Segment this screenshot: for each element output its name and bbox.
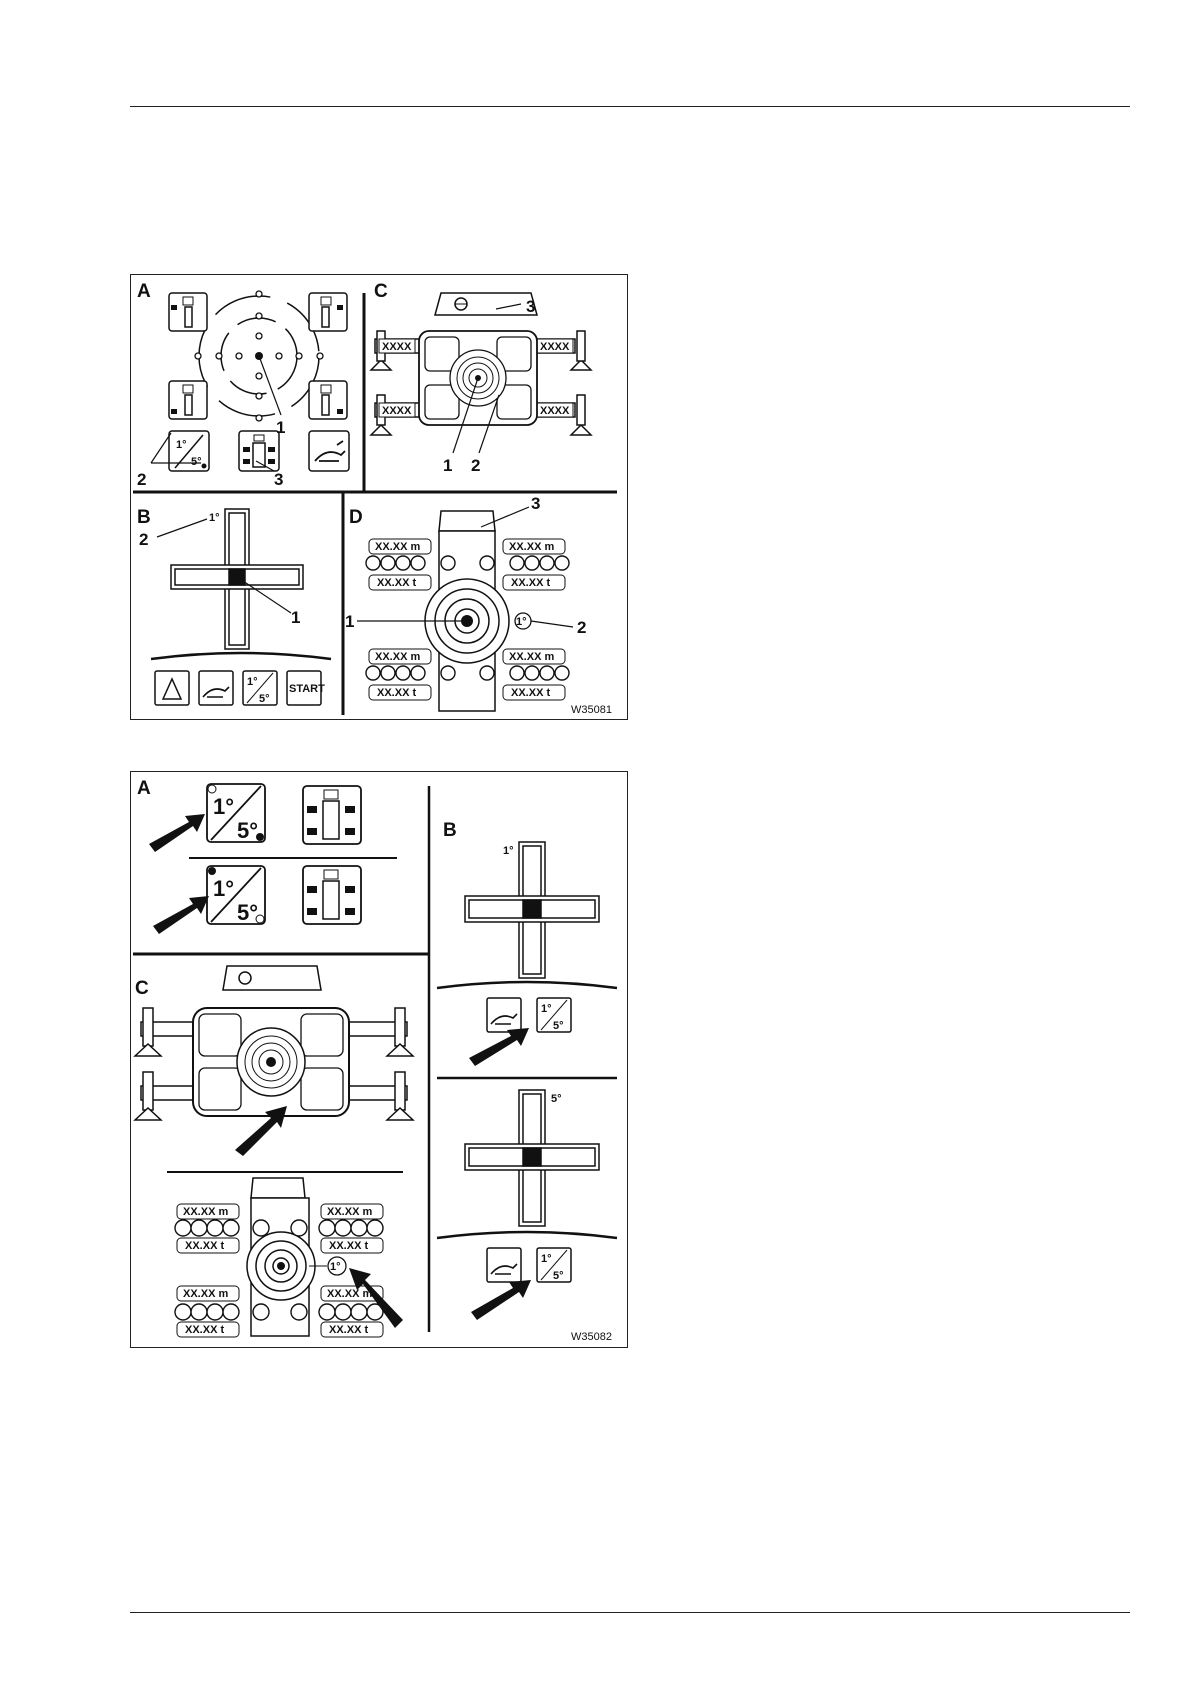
svg-text:1°: 1° [176, 439, 187, 451]
figure-w35081: A C B D 1° 5 [130, 274, 628, 720]
svg-text:XX.XX m: XX.XX m [509, 651, 554, 663]
callout-a-2: 2 [137, 470, 146, 489]
panel-label-a: A [137, 281, 151, 302]
outrigger-icon-rear-left[interactable] [169, 381, 207, 419]
svg-text:XX.XX t: XX.XX t [377, 687, 416, 699]
rabbit-button-b[interactable] [199, 671, 233, 705]
panel-label-c: C [374, 281, 388, 302]
inclination-cross-b2-5deg [465, 1090, 599, 1226]
panel-label-b: B [137, 507, 151, 528]
outrigger-icon-rear-right[interactable] [309, 381, 347, 419]
panel-label-d: D [349, 507, 363, 528]
figure-w35081-drawing: A C B D 1° 5 [131, 275, 629, 721]
callout-d-1: 1 [345, 612, 354, 631]
callout-b-2: 2 [139, 530, 148, 549]
steering-indicator-c2 [223, 966, 321, 990]
svg-text:5°: 5° [553, 1020, 564, 1032]
svg-text:5°: 5° [237, 818, 258, 843]
svg-text:5°: 5° [553, 1270, 564, 1282]
callout-a-1: 1 [276, 418, 285, 437]
tolerance-button-5deg[interactable]: 1° 5° [207, 866, 265, 925]
figure-code-2: W35082 [571, 1331, 612, 1343]
panel-label-a2: A [137, 778, 151, 799]
warning-button[interactable] [155, 671, 189, 705]
steering-indicator [435, 293, 537, 315]
svg-text:1°: 1° [541, 1003, 552, 1015]
svg-text:1°: 1° [541, 1253, 552, 1265]
degree-label-b2-top: 1° [503, 845, 514, 857]
svg-text:1°: 1° [213, 794, 234, 819]
svg-text:5°: 5° [237, 900, 258, 925]
press-arrow-a2 [153, 896, 209, 934]
rabbit-speed-button[interactable] [309, 431, 349, 471]
rabbit-button-b2-bottom[interactable] [487, 1248, 521, 1282]
tolerance-button-b[interactable]: 1° 5° [243, 671, 277, 705]
degree-label-b2-bottom: 5° [551, 1093, 562, 1105]
svg-text:XXXX: XXXX [382, 405, 412, 417]
svg-text:1°: 1° [213, 876, 234, 901]
svg-text:XX.XX m: XX.XX m [183, 1288, 228, 1300]
callout-b-1: 1 [291, 608, 300, 627]
svg-text:XX.XX m: XX.XX m [327, 1288, 372, 1300]
svg-text:XX.XX t: XX.XX t [185, 1240, 224, 1252]
svg-text:XX.XX t: XX.XX t [511, 687, 550, 699]
callout-d-3: 3 [531, 494, 540, 513]
outrigger-icon-front-left[interactable] [169, 293, 207, 331]
outrigger-overview-a1[interactable] [303, 786, 361, 844]
tolerance-button-b2-bottom[interactable]: 1° 5° [537, 1248, 571, 1282]
button-row-b: 1° 5° START [155, 671, 325, 705]
callout-a-3: 3 [274, 470, 283, 489]
start-button[interactable]: START [287, 671, 325, 705]
svg-text:1°: 1° [330, 1261, 341, 1273]
svg-text:5°: 5° [191, 456, 202, 468]
tolerance-button[interactable]: 1° 5° [169, 431, 209, 471]
outrigger-overview-button[interactable] [239, 431, 279, 471]
svg-text:XXXX: XXXX [382, 341, 412, 353]
figure-code-1: W35081 [571, 704, 612, 716]
callout-c-2: 2 [471, 456, 480, 475]
carrier-frame-c2 [193, 1008, 349, 1116]
header-rule [130, 106, 1130, 107]
steering-indicator-d [439, 511, 495, 531]
panel-label-c2: C [135, 978, 149, 999]
svg-text:5°: 5° [259, 693, 270, 705]
degree-label-b: 1° [209, 512, 220, 524]
tolerance-button-b2-top[interactable]: 1° 5° [537, 998, 571, 1032]
svg-text:1°: 1° [247, 676, 258, 688]
svg-text:XXXX: XXXX [540, 405, 570, 417]
callout-d-2: 2 [577, 618, 586, 637]
svg-text:XX.XX m: XX.XX m [183, 1206, 228, 1218]
tolerance-button-1deg[interactable]: 1° 5° [207, 784, 265, 843]
panel-label-b2: B [443, 820, 457, 841]
outrigger-overview-a2[interactable] [303, 866, 361, 924]
figure-w35082-drawing: A B C 1° 5° 1° 5° [131, 772, 629, 1349]
svg-text:XXXX: XXXX [540, 341, 570, 353]
footer-rule [130, 1612, 1130, 1613]
inclination-cross-b [171, 509, 303, 649]
callout-c-1: 1 [443, 456, 452, 475]
svg-text:XX.XX m: XX.XX m [375, 651, 420, 663]
svg-text:XX.XX m: XX.XX m [509, 541, 554, 553]
inclination-cross-b2-1deg [465, 842, 599, 978]
svg-text:XX.XX t: XX.XX t [511, 577, 550, 589]
svg-text:XX.XX t: XX.XX t [329, 1240, 368, 1252]
outrigger-icon-front-right[interactable] [309, 293, 347, 331]
figure-w35082: A B C 1° 5° 1° 5° [130, 771, 628, 1348]
svg-text:XX.XX m: XX.XX m [375, 541, 420, 553]
rabbit-button-b2-top[interactable] [487, 998, 521, 1032]
press-arrow-b2-bottom [471, 1280, 531, 1320]
svg-text:XX.XX t: XX.XX t [185, 1324, 224, 1336]
svg-text:XX.XX m: XX.XX m [327, 1206, 372, 1218]
callout-c-3: 3 [526, 297, 535, 316]
svg-text:1°: 1° [516, 616, 527, 628]
svg-text:XX.XX t: XX.XX t [377, 577, 416, 589]
press-arrow-a1 [149, 814, 205, 852]
svg-text:XX.XX t: XX.XX t [329, 1324, 368, 1336]
svg-text:START: START [289, 683, 325, 695]
press-arrow-b2-top [469, 1028, 529, 1066]
